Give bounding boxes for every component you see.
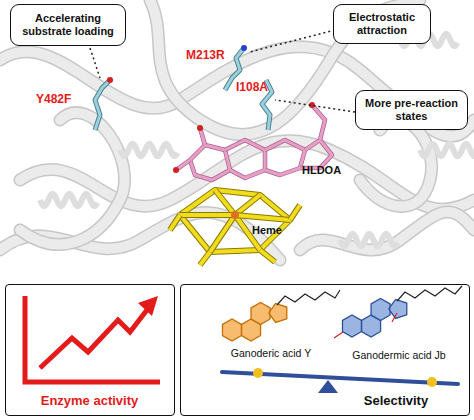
hydroxyl [334,332,343,338]
ring [342,315,361,337]
substrate-bond [190,145,230,180]
side-chain [277,290,340,305]
ganodermic-acid-jb [334,286,462,338]
leader-line [90,48,100,78]
helix [120,144,178,156]
mutation-label: Y482F [36,92,71,106]
balance-scale [222,368,458,393]
callout-text: More pre-reaction states [360,97,463,123]
weight [427,377,437,387]
side-chain [397,286,462,301]
heme-bond [170,215,180,230]
panel-text: Ganoderic acid Y [211,347,331,359]
heme-bond [215,190,260,215]
weight [253,368,263,378]
heme-bond [215,190,260,215]
heme-bond [200,252,210,265]
ribbon-outline [360,120,432,207]
ribbon [300,212,474,250]
substrate-bond [300,140,332,168]
callout-box: More pre-reaction states [355,90,468,130]
heme-bond [200,252,210,265]
molecule-label: HLDOA [302,164,341,176]
ribbon [0,47,474,137]
ring [389,299,407,318]
heme-bond [290,205,300,220]
oxygen [197,125,203,131]
substrate-bond [312,105,325,140]
callout-text: Accelerating substrate loading [15,12,121,38]
callout-box: Accelerating substrate loading [10,4,126,46]
residue-bond [95,80,110,130]
balance-pivot [318,380,338,393]
mutation-label: I108A [236,80,268,94]
mutation-label: M213R [186,48,225,62]
helix [340,234,398,246]
substrate-bond [225,140,265,178]
heme-bond [290,205,300,220]
oxygen [173,167,179,173]
activity-chart [25,296,160,382]
heme-bond [180,190,290,252]
ribbon [360,120,432,207]
rising-arrow [40,306,150,368]
panel-text: Enzyme activity [6,393,173,408]
helix [40,194,98,206]
ribbon-outline [20,113,125,245]
leader-line [250,30,335,52]
molecule-label: Heme [252,224,282,236]
oxygen [107,77,113,83]
heme-molecule [170,190,300,265]
chart-axes [25,296,160,382]
protein-ribbon [0,0,474,260]
substrate-bond [225,140,265,178]
callout-box: Electrostatic attraction [333,4,431,44]
heme-bond [260,250,275,262]
heme-bond [260,250,275,262]
ring [371,299,390,321]
ring [251,303,270,325]
ribbon [20,141,474,210]
callout-text: Electrostatic attraction [338,11,426,37]
substrate-bond [265,140,305,175]
substrate-bond [300,140,332,168]
ribbon-outline [20,141,474,210]
substrate-bond [312,105,325,140]
helix [420,144,474,156]
heme-bond [170,215,180,230]
ring [222,319,241,341]
hydroxyl [392,313,397,322]
ribbon-outline [0,47,474,137]
substrate-bond [265,140,305,175]
heme-bond [180,190,290,252]
nitrogen [241,45,247,51]
ring [269,303,287,322]
panel-box: Ganoderic acid YGanodermic acid Jb Select… [180,284,470,416]
arrow-head [138,296,158,316]
residue-sticks [95,45,272,130]
panel-text: Ganodermic acid Jb [331,349,467,361]
panel-text: Selectivity [331,393,461,408]
iron [231,211,239,219]
panel-box: Enzyme activity [5,284,175,416]
residue-bond [95,80,110,130]
ribbon-outline [300,212,474,250]
ganoderic-acid-y [222,290,340,341]
substrate-bond [190,145,230,180]
leader-line [275,100,355,112]
ribbon [20,113,125,245]
